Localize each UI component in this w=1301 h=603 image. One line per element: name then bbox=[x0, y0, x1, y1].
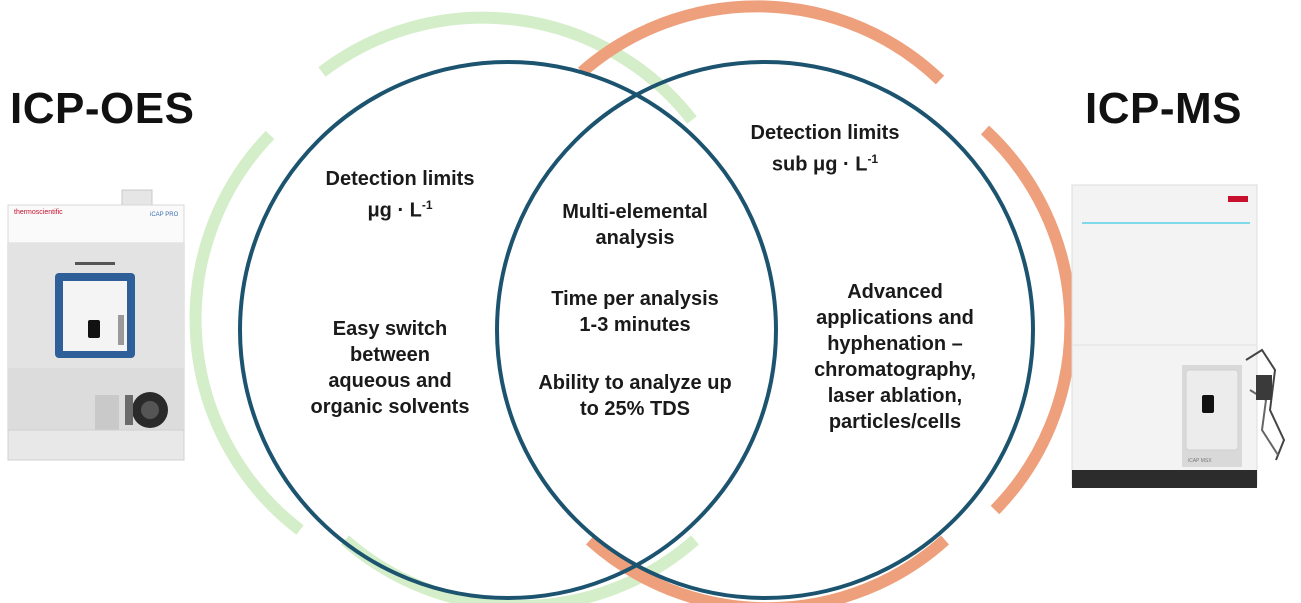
left-detection-sup: -1 bbox=[421, 198, 433, 212]
overlap-item2-line: Time per analysis bbox=[551, 288, 719, 310]
right-detection-line1: Detection limits bbox=[750, 122, 900, 144]
left-feature-line: organic solvents bbox=[310, 396, 470, 418]
left-detection-limits: Detection limits μg · L-1 bbox=[290, 166, 510, 224]
icp-ms-title: ICP-MS bbox=[1085, 84, 1242, 133]
overlap-time-per-analysis: Time per analysis 1-3 minutes bbox=[515, 286, 755, 338]
overlap-item2-line: 1-3 minutes bbox=[579, 314, 691, 336]
left-arc-left bbox=[189, 130, 304, 535]
right-detection-limits: Detection limits sub μg · L-1 bbox=[715, 120, 935, 178]
left-detection-unit: μg · L bbox=[367, 199, 422, 222]
right-venn-circle bbox=[495, 60, 1035, 600]
right-feature-line: chromatography, bbox=[814, 359, 976, 381]
overlap-item3-line: to 25% TDS bbox=[579, 398, 691, 420]
overlap-tds: Ability to analyze up to 25% TDS bbox=[510, 370, 760, 422]
right-feature-text: Advanced applications and hyphenation – … bbox=[780, 279, 1010, 435]
overlap-item3-line: Ability to analyze up bbox=[538, 372, 732, 394]
right-feature-line: laser ablation, bbox=[827, 385, 963, 407]
right-detection-unit: sub μg · L bbox=[771, 153, 868, 176]
right-arc-top bbox=[578, 0, 945, 85]
overlap-item1-line: analysis bbox=[595, 227, 675, 249]
right-detection-line2: sub μg · L-1 bbox=[715, 146, 935, 178]
right-feature-line: applications and bbox=[816, 307, 974, 329]
overlap-multi-elemental: Multi-elemental analysis bbox=[520, 199, 750, 251]
right-feature-line: Advanced bbox=[847, 281, 943, 303]
oes-brand-text: thermoscientific bbox=[14, 209, 63, 216]
left-arc-top bbox=[318, 11, 697, 124]
left-venn-circle bbox=[238, 60, 778, 600]
icp-ms-instrument-image: iCAP MSX bbox=[1071, 184, 1286, 488]
oes-model-text: iCAP PRO bbox=[150, 212, 179, 218]
right-feature-line: hyphenation – bbox=[827, 333, 963, 355]
left-feature-line: aqueous and bbox=[328, 370, 452, 392]
right-accent-arcs bbox=[578, 0, 1077, 603]
right-arc-right bbox=[980, 125, 1077, 515]
right-detection-sup: -1 bbox=[867, 152, 879, 166]
icp-oes-instrument-image: thermoscientific iCAP PRO bbox=[7, 189, 185, 461]
overlap-item1-line: Multi-elemental bbox=[562, 201, 708, 223]
left-feature-line: between bbox=[349, 344, 431, 366]
left-feature-line: Easy switch bbox=[332, 318, 448, 340]
icp-oes-title: ICP-OES bbox=[10, 84, 195, 133]
left-feature-text: Easy switch between aqueous and organic … bbox=[280, 316, 500, 420]
right-arc-bottom bbox=[585, 535, 950, 603]
right-feature-line: particles/cells bbox=[828, 411, 962, 433]
left-detection-line1: Detection limits bbox=[325, 168, 475, 190]
left-detection-line2: μg · L-1 bbox=[290, 192, 510, 224]
ms-model-text: iCAP MSX bbox=[1188, 458, 1212, 464]
